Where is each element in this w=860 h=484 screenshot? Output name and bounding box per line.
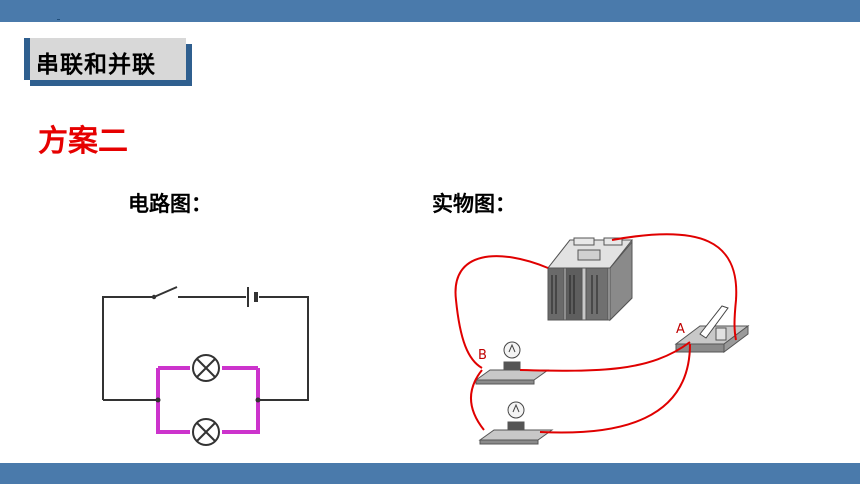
parallel-branch	[156, 366, 260, 434]
point-b-label: B	[478, 348, 487, 363]
switch-contact	[151, 294, 157, 300]
wire-b-to-a	[519, 341, 691, 372]
wire-battery-to-b	[454, 255, 549, 369]
section-tag-box	[24, 38, 186, 80]
lamp-lower-icon	[478, 401, 554, 445]
plan-title: 方案二	[38, 124, 128, 159]
lamp-icon-top	[192, 354, 220, 382]
switch-blade	[153, 286, 178, 298]
circuit-diagram-caption: 电路图：	[128, 192, 212, 216]
section-tag: 串联和并联	[24, 38, 192, 86]
point-a-label: A	[676, 322, 685, 337]
top-bar	[0, 0, 860, 22]
wires	[454, 233, 738, 434]
junction-right	[255, 397, 261, 403]
wire-lower-to-a	[539, 343, 691, 434]
wire-lamp-b-to-lower	[469, 369, 485, 431]
battery-icon	[247, 287, 258, 307]
wire-battery-to-switch	[611, 233, 738, 341]
bottom-bar	[0, 463, 860, 484]
top-bar-mark	[57, 19, 60, 20]
battery-box-icon	[546, 237, 634, 322]
physical-diagram-caption: 实物图：	[432, 192, 516, 216]
lamp-icon-bottom	[192, 418, 220, 446]
main-loop-wire	[102, 296, 309, 401]
junction-left	[155, 397, 161, 403]
section-tag-label: 串联和并联	[36, 52, 156, 78]
lamp-b-icon	[474, 341, 550, 385]
